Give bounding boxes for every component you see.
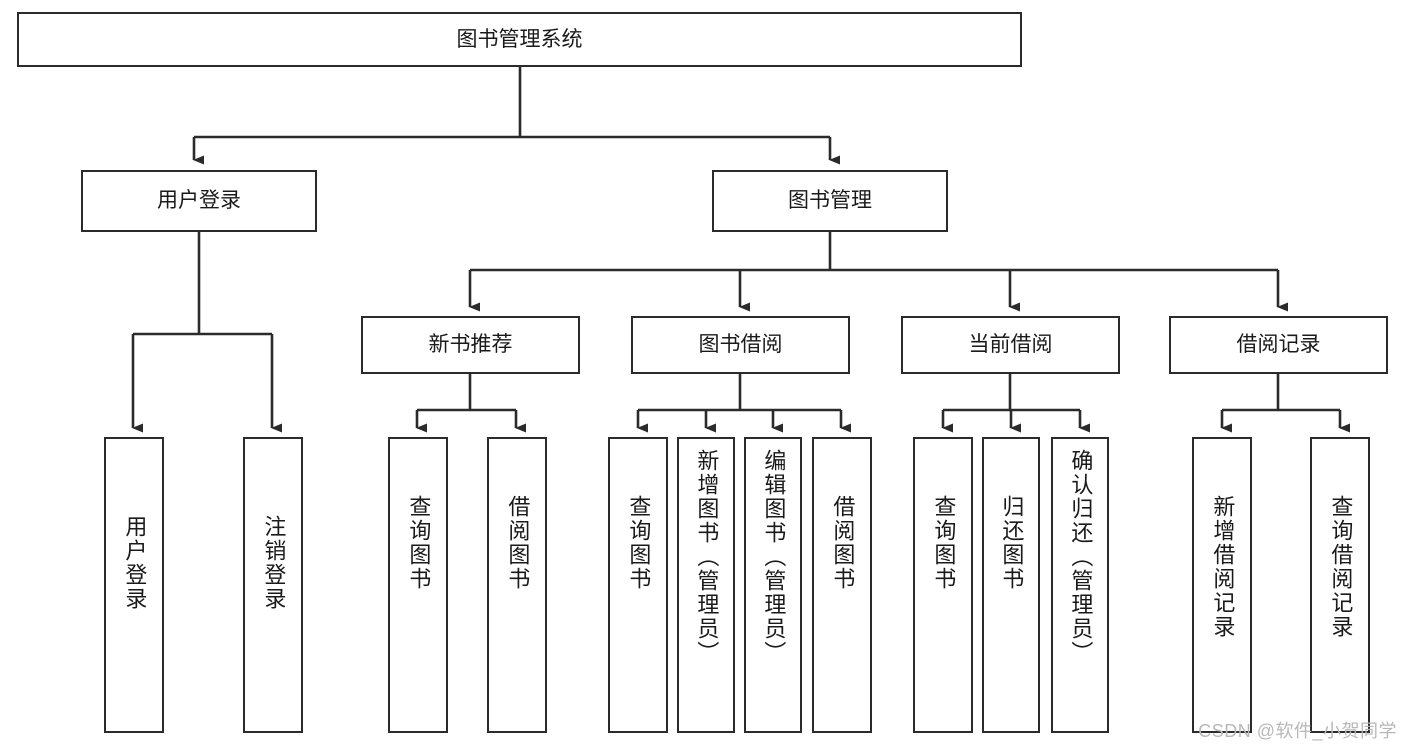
node-leaf-logout-login[interactable]: 注销登录 [243,437,303,733]
node-leaf-return-book[interactable]: 归还图书 [982,437,1040,733]
node-leaf-borrow-book-2[interactable]: 借阅图书 [812,437,872,733]
node-leaf-add-record-label: 新增借阅记录 [1210,495,1236,639]
node-leaf-user-login-label: 用户登录 [122,515,148,611]
node-leaf-return-book-label: 归还图书 [999,495,1025,591]
node-root-label: 图书管理系统 [456,27,583,51]
node-user-login[interactable]: 用户登录 [81,170,317,232]
node-leaf-query-book-1-label: 查询图书 [406,495,432,591]
node-leaf-borrow-book-1-label: 借阅图书 [505,495,531,591]
node-leaf-query-record-label: 查询借阅记录 [1328,495,1354,639]
node-current-borrow-label: 当前借阅 [968,333,1053,357]
node-leaf-confirm-return-label: 确认归还（管理员） [1068,449,1094,665]
node-leaf-query-book-2-label: 查询图书 [626,495,652,591]
node-book-borrow-label: 图书借阅 [698,333,783,357]
node-leaf-query-book-2[interactable]: 查询图书 [608,437,668,733]
node-borrow-record-label: 借阅记录 [1236,333,1321,357]
node-book-management[interactable]: 图书管理 [712,170,948,232]
node-leaf-add-book-label: 新增图书（管理员） [694,449,720,665]
node-leaf-edit-book[interactable]: 编辑图书（管理员） [744,437,802,733]
node-leaf-user-login[interactable]: 用户登录 [104,437,164,733]
node-current-borrow[interactable]: 当前借阅 [901,316,1120,374]
node-leaf-query-book-3[interactable]: 查询图书 [913,437,973,733]
node-leaf-query-book-3-label: 查询图书 [931,495,957,591]
node-leaf-logout-login-label: 注销登录 [261,515,287,611]
node-leaf-confirm-return[interactable]: 确认归还（管理员） [1051,437,1109,733]
node-new-book-recommend[interactable]: 新书推荐 [361,316,580,374]
node-leaf-edit-book-label: 编辑图书（管理员） [761,449,787,665]
node-leaf-add-book[interactable]: 新增图书（管理员） [677,437,735,733]
node-new-book-recommend-label: 新书推荐 [428,333,513,357]
node-user-login-label: 用户登录 [157,189,241,213]
node-leaf-query-book-1[interactable]: 查询图书 [388,437,448,733]
node-leaf-borrow-book-2-label: 借阅图书 [830,495,856,591]
node-book-borrow[interactable]: 图书借阅 [631,316,850,374]
node-book-management-label: 图书管理 [788,189,872,213]
node-borrow-record[interactable]: 借阅记录 [1169,316,1388,374]
node-leaf-query-record[interactable]: 查询借阅记录 [1310,437,1370,733]
node-leaf-add-record[interactable]: 新增借阅记录 [1192,437,1252,733]
node-root[interactable]: 图书管理系统 [17,12,1022,67]
node-leaf-borrow-book-1[interactable]: 借阅图书 [487,437,547,733]
